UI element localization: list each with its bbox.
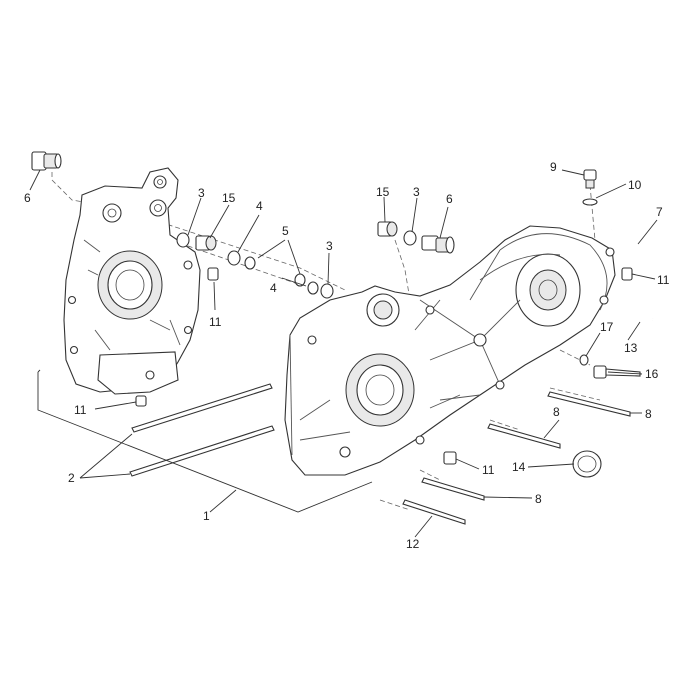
dowel-11d xyxy=(135,395,147,407)
callout-12: 12 xyxy=(406,537,420,551)
circlip-4b xyxy=(307,281,319,295)
callout-3-right: 3 xyxy=(413,185,420,199)
callout-3-left: 3 xyxy=(198,186,205,200)
o-ring-3b xyxy=(320,283,334,299)
long-bolt-8a xyxy=(547,391,631,417)
callout-7: 7 xyxy=(656,205,663,219)
dowel-11c xyxy=(443,451,457,465)
callout-6-left: 6 xyxy=(24,191,31,205)
drain-plug-right xyxy=(421,235,455,254)
callout-3-mid: 3 xyxy=(326,239,333,253)
bushing-15b xyxy=(377,221,398,237)
callout-11-left: 11 xyxy=(209,315,222,329)
stud-2a xyxy=(131,383,273,433)
long-bolt-8c xyxy=(421,477,485,501)
callout-11-right: 11 xyxy=(657,273,670,287)
leader-lines xyxy=(29,169,658,538)
o-ring-3a xyxy=(176,232,190,248)
bolt-12 xyxy=(402,499,466,525)
small-parts xyxy=(31,151,685,525)
callout-8-lower: 8 xyxy=(535,492,542,506)
left-crankcase-half xyxy=(63,167,201,395)
bleed-screw-9 xyxy=(583,169,597,189)
callout-11-lower: 11 xyxy=(482,463,495,477)
callout-4-mid: 4 xyxy=(270,281,277,295)
callout-6-right: 6 xyxy=(446,192,453,206)
callout-17: 17 xyxy=(600,320,614,334)
o-ring-17 xyxy=(579,354,589,366)
callout-9: 9 xyxy=(550,160,557,174)
o-ring-3c xyxy=(403,230,417,246)
drain-plug-left xyxy=(31,151,62,171)
callout-4-left: 4 xyxy=(256,199,263,213)
callout-2: 2 xyxy=(68,471,75,485)
callout-13: 13 xyxy=(624,341,638,355)
callout-11-bottom-left: 11 xyxy=(74,403,87,417)
callout-8-right: 8 xyxy=(645,407,652,421)
dowel-11b xyxy=(621,267,633,281)
dowel-11a xyxy=(207,267,219,281)
callout-5: 5 xyxy=(282,224,289,238)
stud-2b xyxy=(129,425,275,477)
bolt-16 xyxy=(593,365,641,379)
snap-ring-5a xyxy=(244,256,256,270)
bushing-15a xyxy=(195,235,217,251)
group-bracket xyxy=(37,369,373,513)
callout-8-top: 8 xyxy=(553,405,560,419)
callout-15-right: 15 xyxy=(376,185,390,199)
callout-16: 16 xyxy=(645,367,659,381)
oil-seal-14 xyxy=(572,450,602,478)
callout-15-left: 15 xyxy=(222,191,236,205)
callout-numbers: 6 3 15 4 5 11 4 3 15 3 6 9 10 7 11 17 13… xyxy=(24,160,670,551)
long-bolt-8b xyxy=(487,423,561,449)
callout-1: 1 xyxy=(203,509,210,523)
washer-10 xyxy=(582,198,598,206)
circlip-4a xyxy=(227,250,241,266)
right-crankcase-half xyxy=(284,225,616,476)
callout-10: 10 xyxy=(628,178,642,192)
callout-14: 14 xyxy=(512,460,526,474)
